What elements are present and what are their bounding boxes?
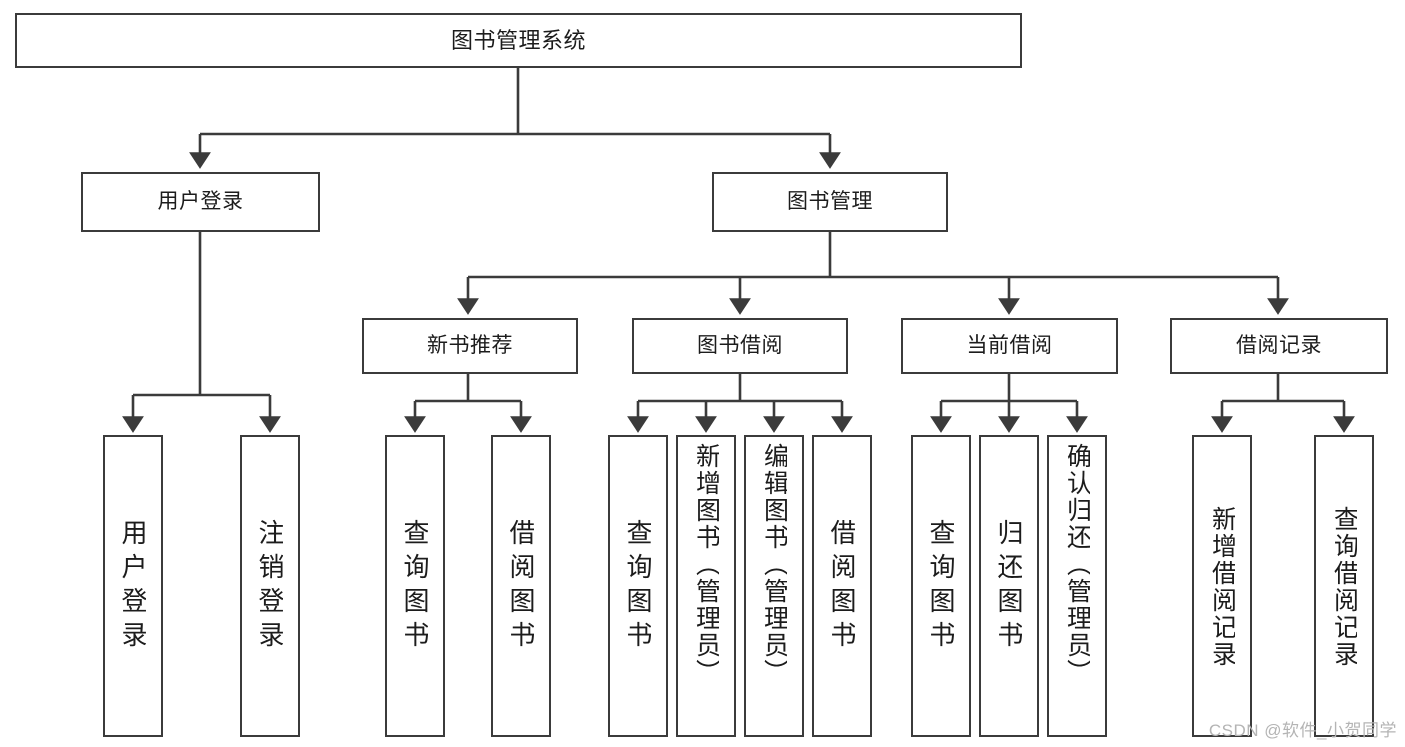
node-label: 用户登录 bbox=[120, 519, 146, 655]
leaf-user-logout[interactable]: 注销登录 bbox=[240, 435, 300, 737]
leaf-borrow-edit-book-admin[interactable]: 编辑图书（管理员） bbox=[744, 435, 804, 737]
node-borrow-record[interactable]: 借阅记录 bbox=[1170, 318, 1388, 374]
leaf-borrow-borrow-book[interactable]: 借阅图书 bbox=[812, 435, 872, 737]
node-label: 确认归还（管理员） bbox=[1064, 443, 1090, 686]
node-label: 查询图书 bbox=[625, 519, 651, 655]
node-label: 新书推荐 bbox=[427, 333, 513, 357]
node-label: 借阅记录 bbox=[1236, 333, 1322, 357]
node-label: 归还图书 bbox=[996, 519, 1022, 655]
node-label: 用户登录 bbox=[157, 189, 244, 213]
leaf-record-query-record[interactable]: 查询借阅记录 bbox=[1314, 435, 1374, 737]
leaf-record-add-record[interactable]: 新增借阅记录 bbox=[1192, 435, 1252, 737]
leaf-current-query-book[interactable]: 查询图书 bbox=[911, 435, 971, 737]
node-current-borrow[interactable]: 当前借阅 bbox=[901, 318, 1118, 374]
node-root-system[interactable]: 图书管理系统 bbox=[15, 13, 1022, 68]
node-label: 图书借阅 bbox=[697, 333, 783, 357]
leaf-current-confirm-return-admin[interactable]: 确认归还（管理员） bbox=[1047, 435, 1107, 737]
node-label: 图书管理 bbox=[787, 189, 873, 213]
node-label: 当前借阅 bbox=[966, 333, 1053, 357]
node-label: 借阅图书 bbox=[508, 519, 534, 655]
leaf-current-return-book[interactable]: 归还图书 bbox=[979, 435, 1039, 737]
node-label: 注销登录 bbox=[257, 519, 283, 655]
node-label: 图书管理系统 bbox=[450, 27, 586, 53]
node-user-login[interactable]: 用户登录 bbox=[81, 172, 320, 232]
node-label: 查询图书 bbox=[928, 519, 954, 655]
node-label: 新增图书（管理员） bbox=[693, 443, 719, 686]
leaf-newbook-borrow-book[interactable]: 借阅图书 bbox=[491, 435, 551, 737]
node-book-management[interactable]: 图书管理 bbox=[712, 172, 948, 232]
node-book-borrow[interactable]: 图书借阅 bbox=[632, 318, 848, 374]
node-label: 编辑图书（管理员） bbox=[761, 443, 787, 686]
leaf-newbook-query-book[interactable]: 查询图书 bbox=[385, 435, 445, 737]
node-new-book-recommend[interactable]: 新书推荐 bbox=[362, 318, 578, 374]
leaf-user-login[interactable]: 用户登录 bbox=[103, 435, 163, 737]
node-label: 查询借阅记录 bbox=[1331, 506, 1357, 668]
node-label: 查询图书 bbox=[402, 519, 428, 655]
leaf-borrow-query-book[interactable]: 查询图书 bbox=[608, 435, 668, 737]
node-label: 新增借阅记录 bbox=[1209, 506, 1235, 668]
node-label: 借阅图书 bbox=[829, 519, 855, 655]
leaf-borrow-add-book-admin[interactable]: 新增图书（管理员） bbox=[676, 435, 736, 737]
watermark: CSDN @软件_小贺同学 bbox=[1208, 721, 1397, 740]
